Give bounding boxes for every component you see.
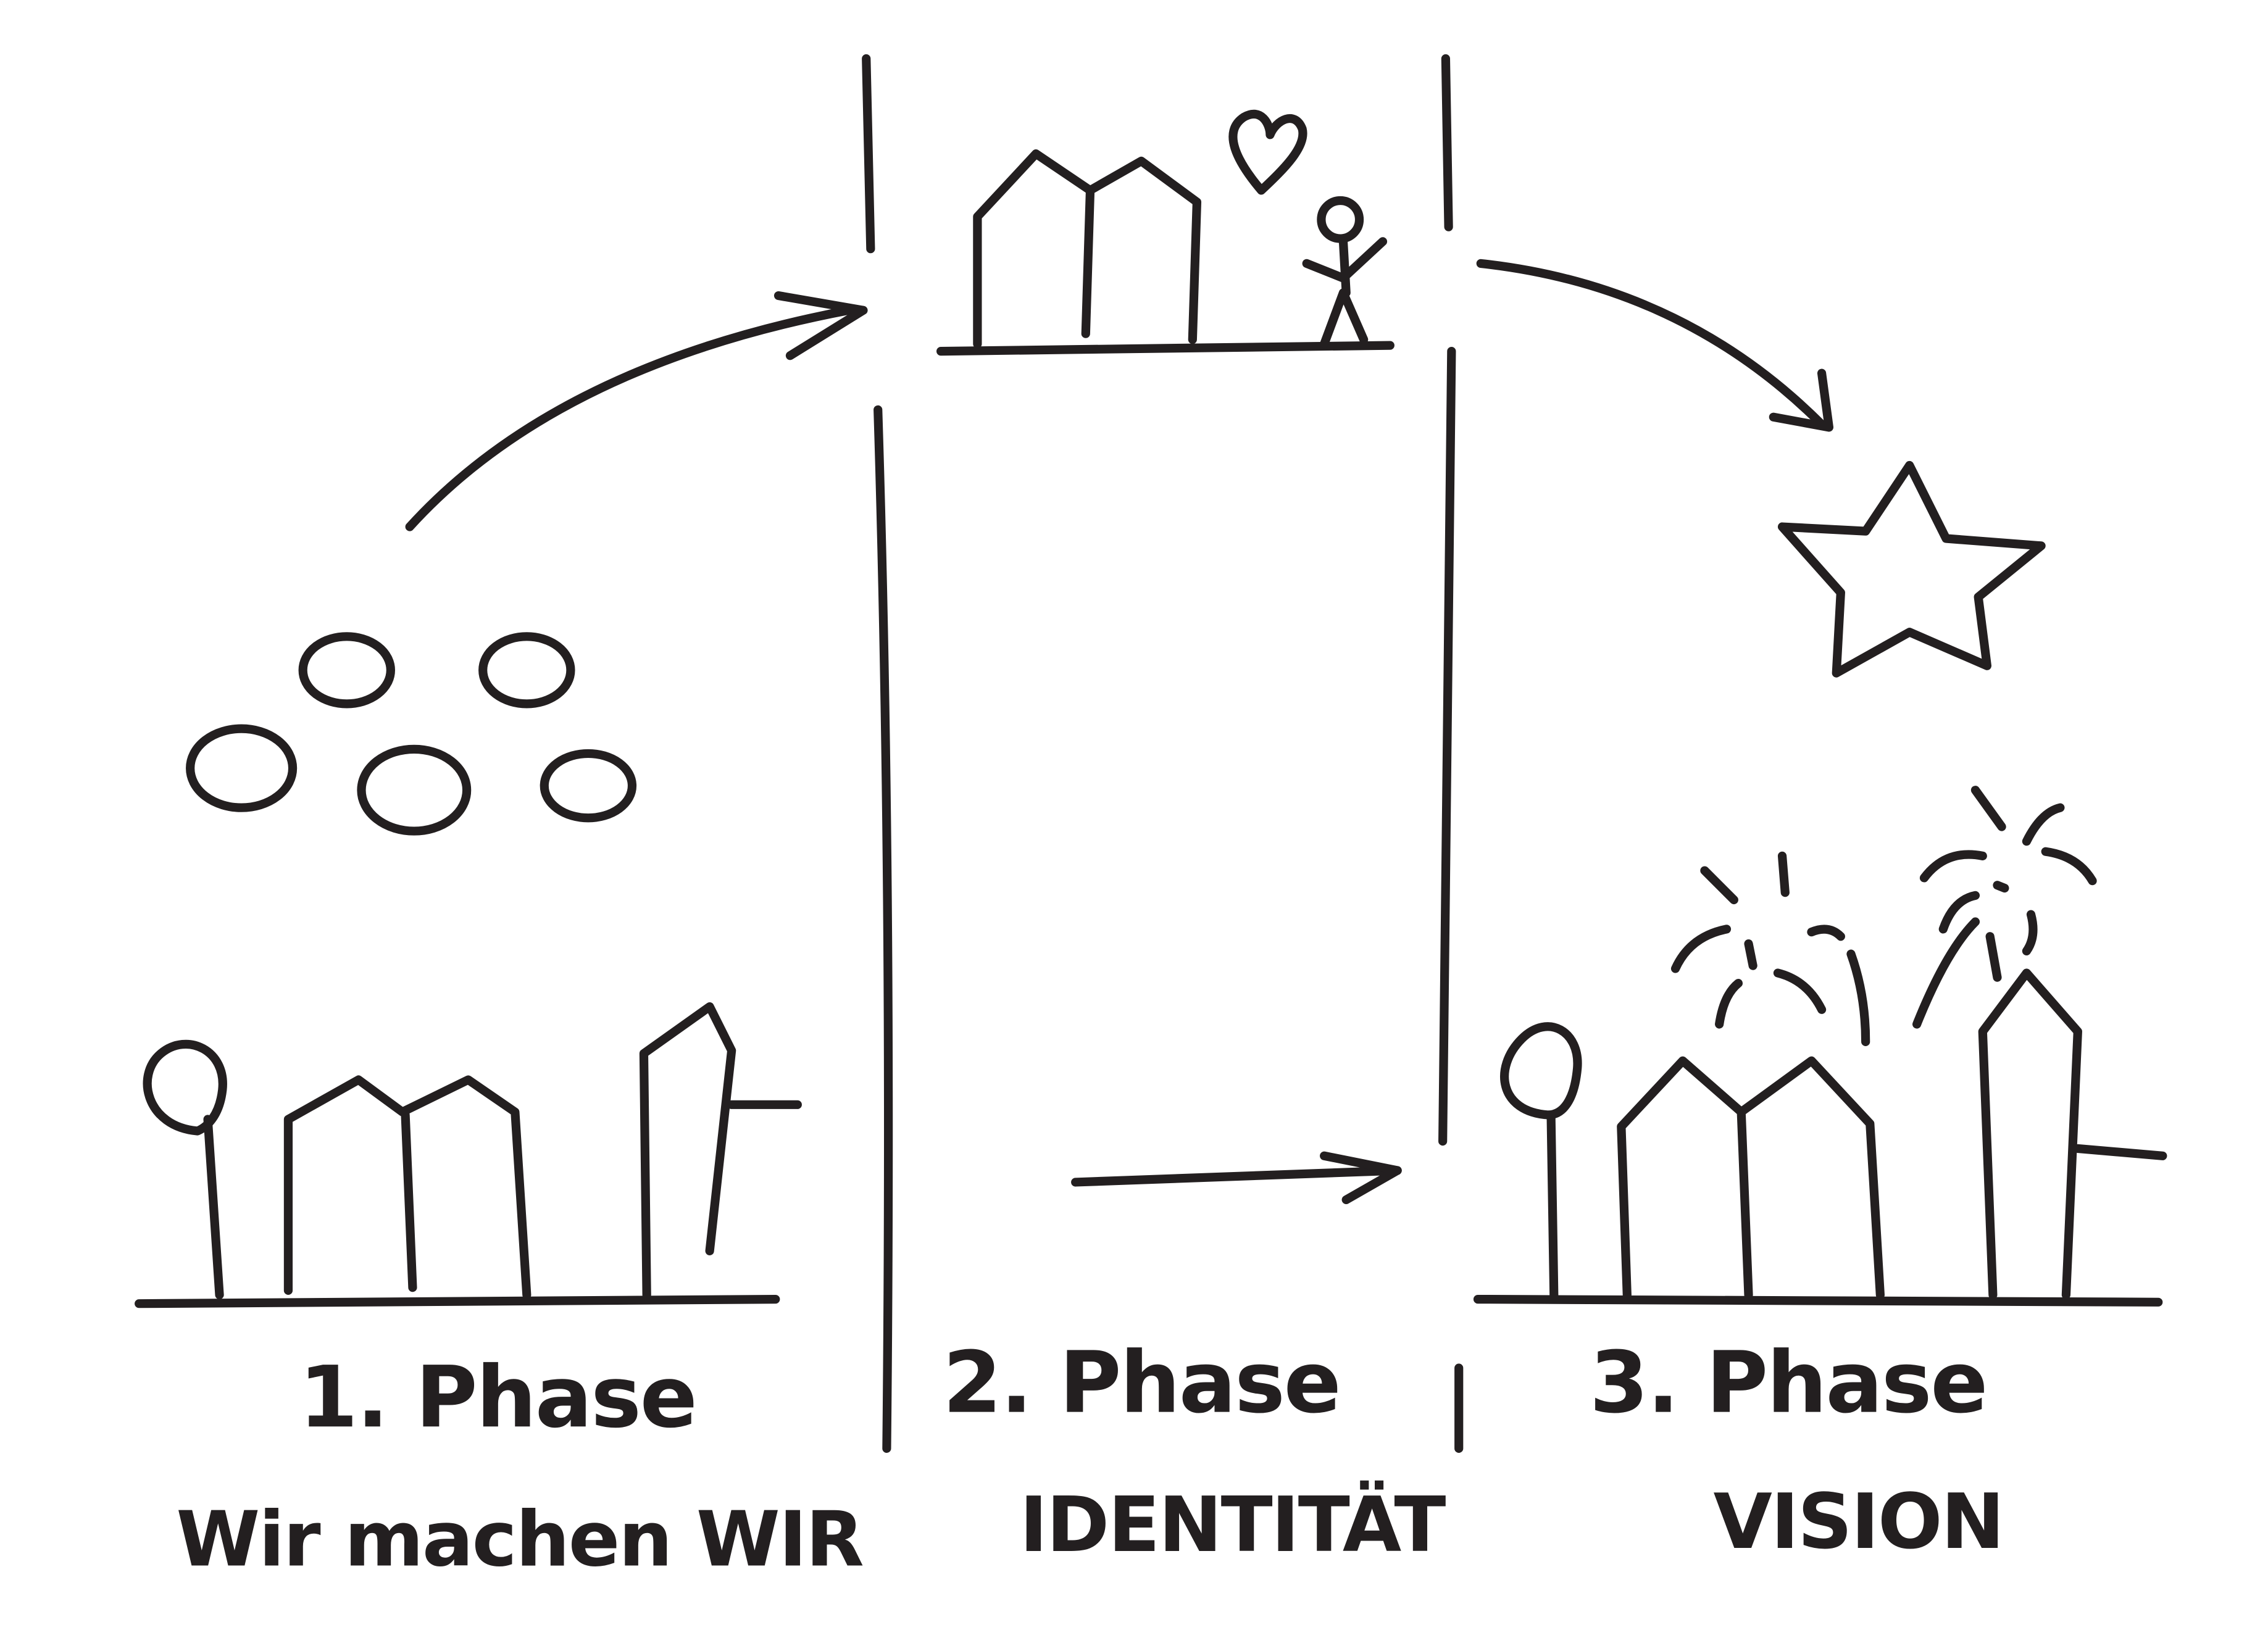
phase-1-illustration [135,291,868,1308]
arrowhead [1769,368,1834,432]
phase-2-title: 2. Phase [943,1334,1340,1432]
arrow-to-phase-2 [405,306,853,531]
star-icon [1777,460,2046,678]
person-circle [186,724,298,812]
person-circle [478,632,575,709]
arrow-to-phase-3 [1071,1166,1402,1187]
person-circle [540,749,637,823]
fireworks-icon [1670,786,2097,1047]
phase-1-title: 1. Phase [299,1348,696,1447]
phase-2-illustration [936,109,1402,1205]
people-circles [186,632,637,836]
tall-building-icon [1978,968,2167,1300]
arrowhead [1320,1151,1402,1205]
phase-1-subtitle: Wir machen WIR [176,1495,863,1584]
arrow-to-star [1476,259,1827,429]
person-icon [1302,196,1388,349]
phase-3-subtitle: VISION [1714,1478,2004,1566]
ground-line [135,1294,780,1308]
houses-icon [1617,1056,1885,1300]
tall-building-icon [639,1002,802,1300]
phase-2-subtitle: IDENTITÄT [1020,1481,1446,1570]
houses-icon [973,149,1202,349]
phase-3-illustration [1473,259,2167,1307]
tree-icon [143,1039,227,1300]
houses-icon [283,1075,532,1300]
tree-icon [1500,1022,1582,1300]
divider [862,54,893,1453]
person-circle [357,744,472,836]
heart-icon [1228,109,1307,195]
person-circle [298,632,395,709]
divider [1438,54,1464,1453]
ground-line [936,341,1395,356]
phase-3-title: 3. Phase [1590,1334,1987,1432]
ground-line [1473,1294,2163,1307]
arrowhead [773,291,868,360]
